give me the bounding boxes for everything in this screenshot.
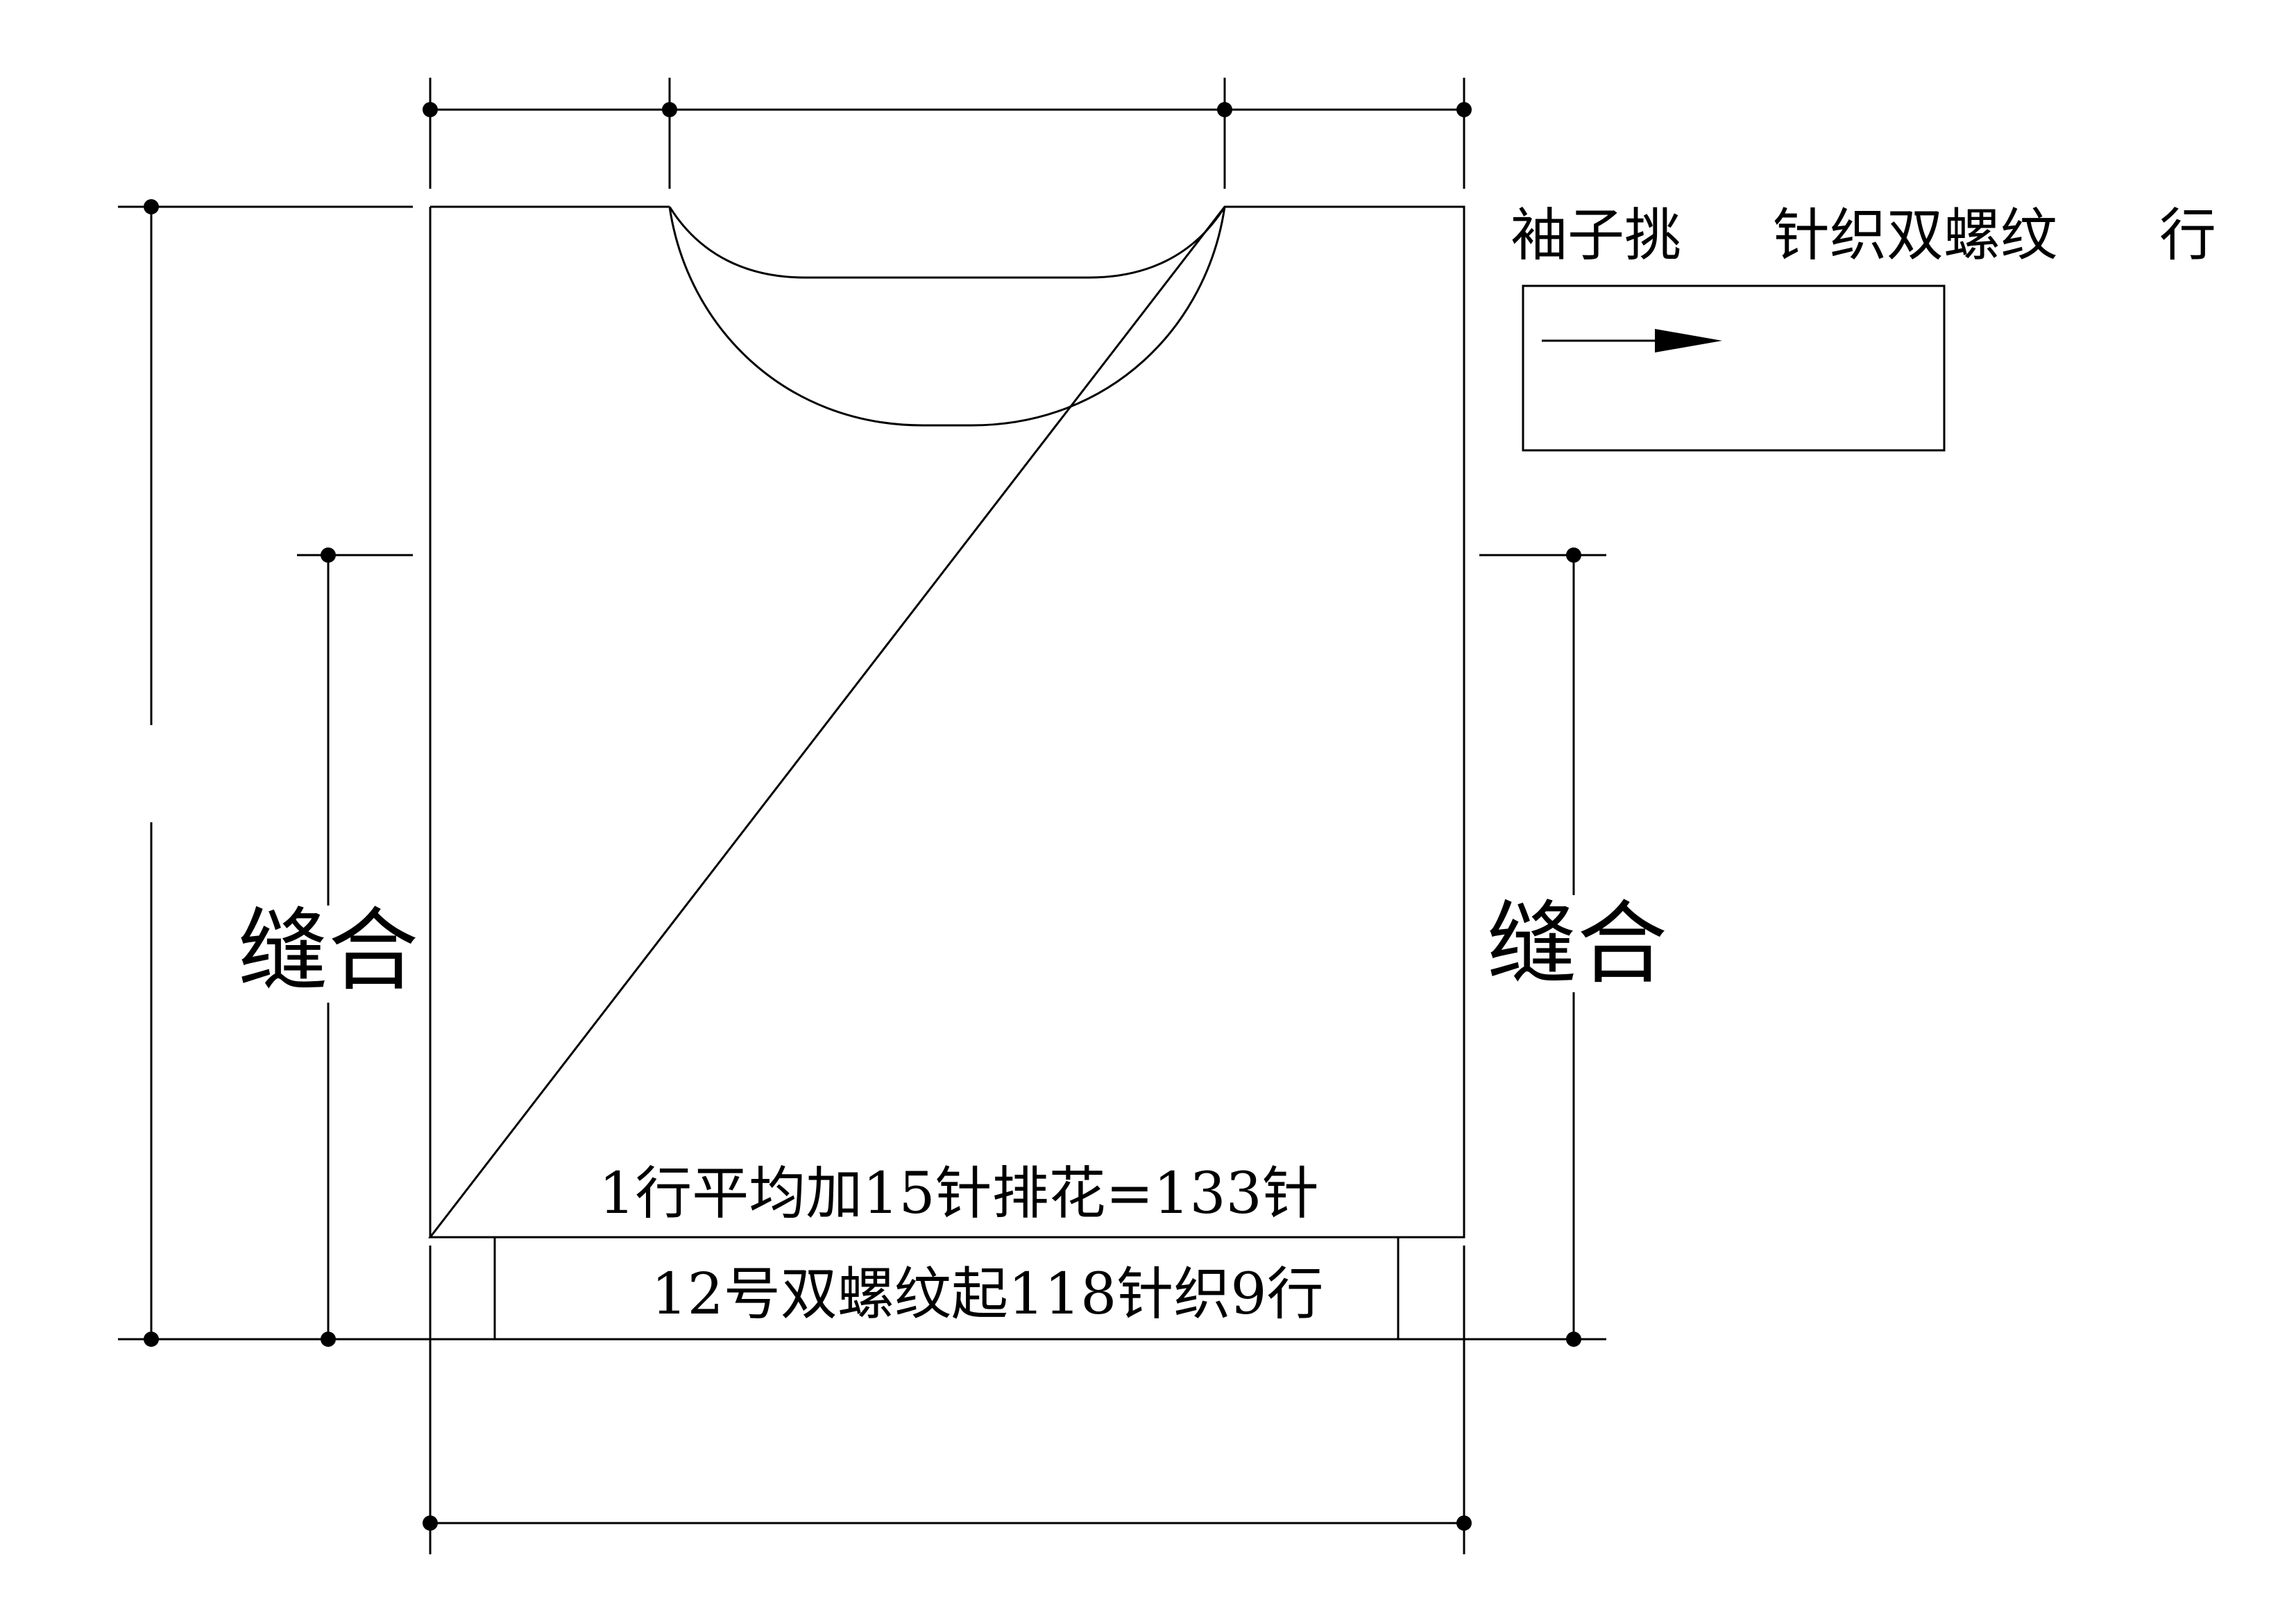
left-height-dimension xyxy=(118,199,413,1347)
seam-label-right: 缝合 xyxy=(1487,891,1667,996)
dimension-dot xyxy=(1456,102,1472,117)
dimension-dot xyxy=(1566,547,1581,563)
left-side-dimension xyxy=(297,547,413,1347)
dimension-dot xyxy=(423,102,438,117)
sleeve-note-b: 针织双螺纹 xyxy=(1773,203,2057,269)
seam-label-left: 缝合 xyxy=(238,898,418,1003)
dimension-dot xyxy=(1456,1515,1472,1531)
dimension-dot xyxy=(321,547,336,563)
dimension-dot xyxy=(662,102,677,117)
ribbing-label: 12号双螺纹起118针织9行 xyxy=(651,1261,1323,1327)
arrow-icon xyxy=(1655,329,1722,352)
neckline xyxy=(668,206,1226,427)
bottom-dimension xyxy=(423,1246,1472,1554)
body-panel xyxy=(427,205,1465,1239)
dimension-dot xyxy=(144,199,159,214)
legend-box xyxy=(1522,284,1946,452)
increase-row-label: 1行平均加15针排花=133针 xyxy=(599,1161,1319,1227)
dimension-dot xyxy=(423,1515,438,1531)
top-dimension xyxy=(423,78,1472,189)
dimension-dot xyxy=(1217,102,1232,117)
sleeve-note-a: 袖子挑 xyxy=(1511,203,1681,269)
sleeve-note-c: 行 xyxy=(2159,203,2216,269)
